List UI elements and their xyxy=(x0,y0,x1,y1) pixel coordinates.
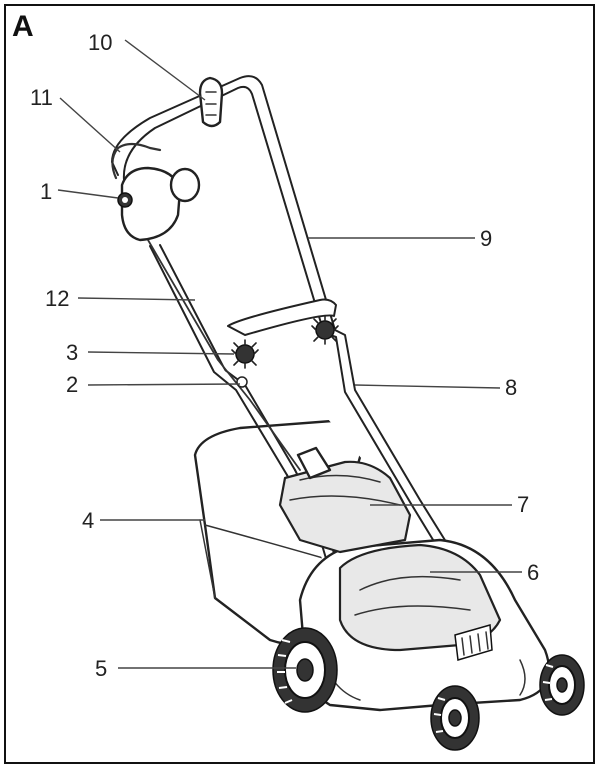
callout-4: 4 xyxy=(82,508,94,533)
leader-11 xyxy=(59,97,121,153)
callout-2: 2 xyxy=(66,372,78,397)
leader-12 xyxy=(77,297,196,301)
callout-7: 7 xyxy=(517,492,529,517)
leader-lines xyxy=(57,39,522,669)
rear-left-wheel xyxy=(272,627,338,713)
cable-hook xyxy=(198,76,224,128)
callout-6: 6 xyxy=(527,560,539,585)
switch-box xyxy=(111,142,201,242)
panel-label: A xyxy=(12,10,34,43)
callout-3: 3 xyxy=(66,340,78,365)
leader-10 xyxy=(124,39,206,101)
motor-cover xyxy=(278,446,412,554)
callout-1: 1 xyxy=(40,179,52,204)
figure-frame xyxy=(4,4,595,764)
callout-12: 12 xyxy=(45,286,69,311)
leader-1 xyxy=(57,189,119,199)
callout-8: 8 xyxy=(505,375,517,400)
callout-11: 11 xyxy=(30,85,53,110)
mower-housing xyxy=(298,538,551,712)
callout-9: 9 xyxy=(480,226,492,251)
leader-2 xyxy=(87,383,241,386)
callout-5: 5 xyxy=(95,656,107,681)
callout-10: 10 xyxy=(88,30,112,55)
front-right-wheel xyxy=(539,654,585,716)
leader-8 xyxy=(354,384,501,389)
leader-3 xyxy=(87,351,235,355)
front-left-wheel xyxy=(430,685,480,751)
